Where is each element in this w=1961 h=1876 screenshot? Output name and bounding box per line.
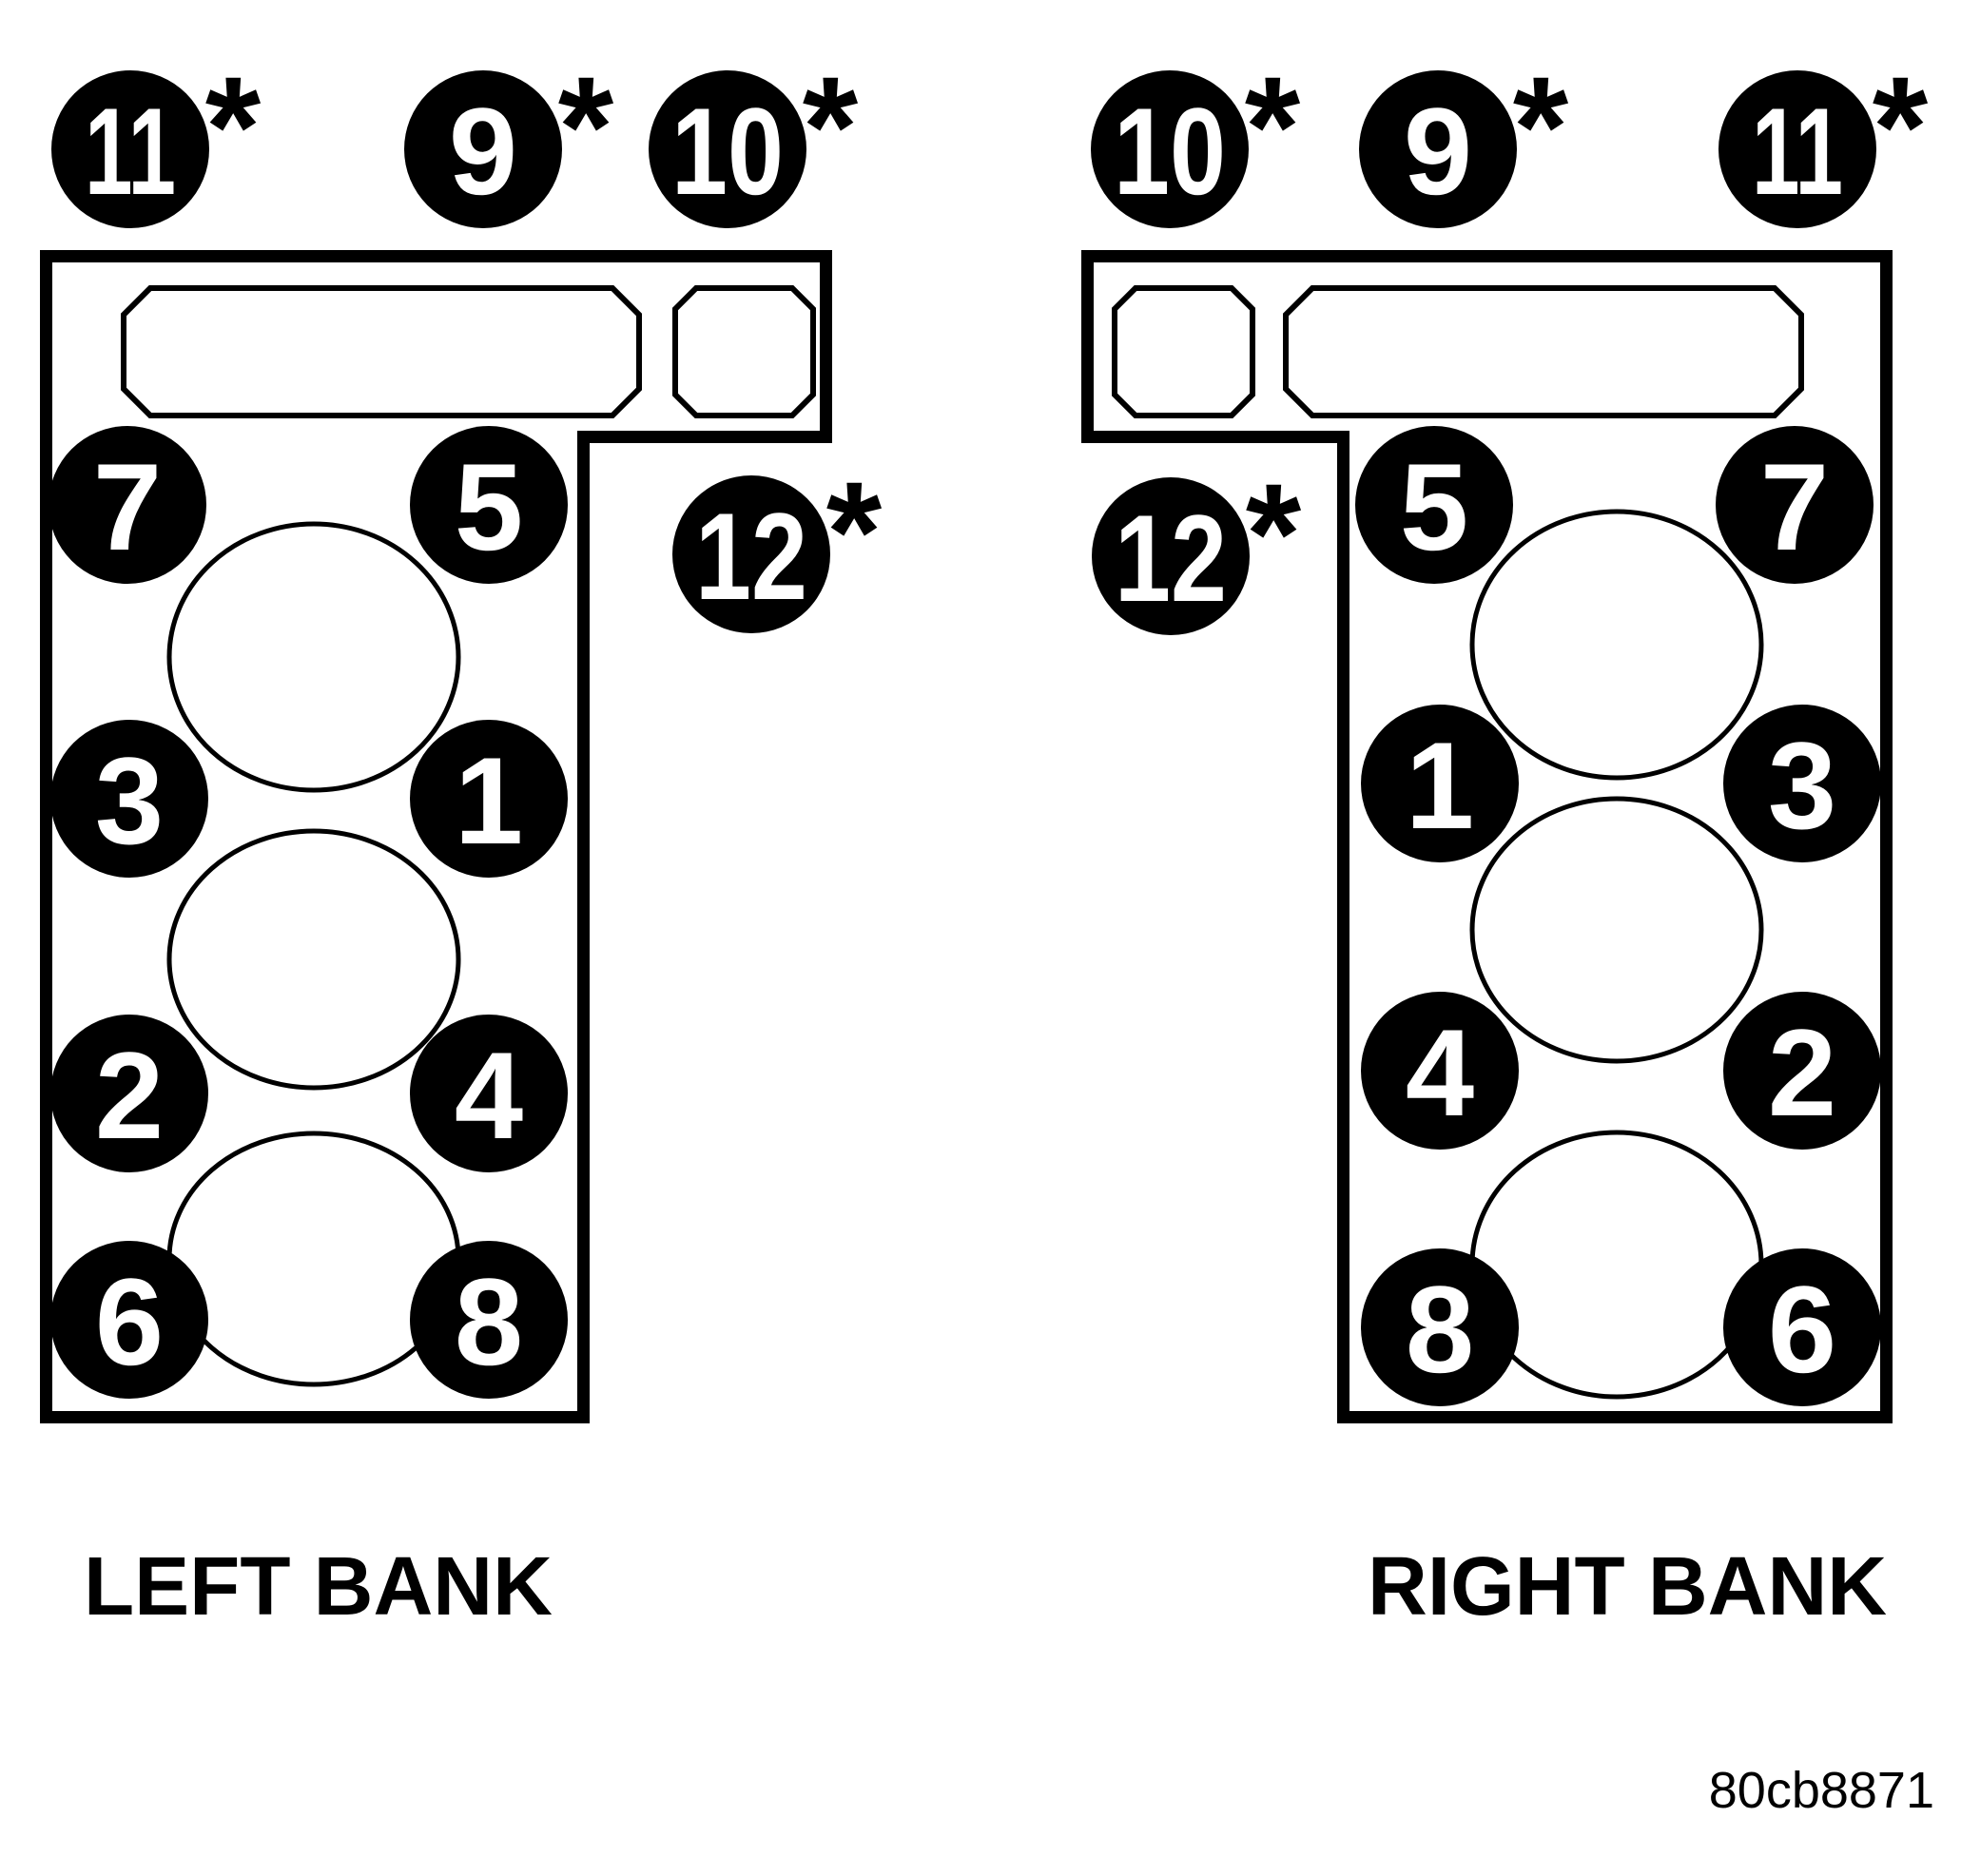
bolt-left-8: 8 bbox=[410, 1241, 568, 1399]
bolt-right-2: 2 bbox=[1723, 992, 1881, 1150]
bolt-circle bbox=[50, 1015, 208, 1172]
bolt-right-5: 5 bbox=[1355, 426, 1513, 584]
bolt-left-5: 5 bbox=[410, 426, 568, 584]
bolt-number: 1 bbox=[455, 731, 523, 870]
bolt-circle bbox=[1716, 426, 1874, 584]
bolt-circle bbox=[49, 426, 206, 584]
right-bank-label: RIGHT BANK bbox=[1368, 1540, 1887, 1633]
bolt-circle bbox=[404, 70, 562, 228]
bolt-left-7: 7 bbox=[49, 426, 206, 584]
bolt-circle bbox=[410, 1015, 568, 1172]
left-bank-outline bbox=[40, 250, 832, 1423]
cylinder-bore bbox=[1469, 1130, 1764, 1400]
bolt-left-12: 12 * bbox=[672, 452, 883, 633]
bolt-number: 2 bbox=[95, 1026, 164, 1165]
asterisk-icon: * bbox=[205, 47, 262, 206]
bolt-left-3: 3 bbox=[50, 720, 208, 878]
cylinder-bore bbox=[166, 828, 461, 1091]
right-bank-outline bbox=[1081, 250, 1893, 1423]
cylinder-bore bbox=[1469, 796, 1764, 1064]
bolt-number: 3 bbox=[1768, 716, 1836, 855]
right-bank: 10 * 9 * 11 * 12 * 5 7 1 bbox=[1081, 47, 1929, 1633]
left-bank-label: LEFT BANK bbox=[84, 1540, 553, 1633]
bolt-circle bbox=[50, 1241, 208, 1399]
bolt-number: 3 bbox=[95, 731, 164, 870]
valve-cover-rail-large bbox=[121, 285, 642, 418]
bolt-circle bbox=[410, 1241, 568, 1399]
bolt-right-8: 8 bbox=[1361, 1248, 1519, 1406]
bolt-right-12: 12 * bbox=[1092, 454, 1302, 635]
bolt-circle bbox=[410, 720, 568, 878]
bolt-right-1: 1 bbox=[1361, 705, 1519, 862]
bolt-circle bbox=[1092, 477, 1250, 635]
bolt-number: 8 bbox=[1406, 1260, 1474, 1399]
bolt-circle bbox=[1091, 70, 1249, 228]
bolt-number: 5 bbox=[1400, 437, 1468, 576]
bolt-left-10: 10 * bbox=[649, 47, 859, 228]
left-bank: 11 * 9 * 10 * 7 5 12 * 3 bbox=[40, 47, 883, 1633]
bolt-number: 11 bbox=[85, 82, 176, 221]
bolt-left-2: 2 bbox=[50, 1015, 208, 1172]
bolt-number: 12 bbox=[695, 487, 807, 626]
bolt-left-1: 1 bbox=[410, 720, 568, 878]
bolt-number: 5 bbox=[455, 437, 523, 576]
bolt-circle bbox=[1359, 70, 1517, 228]
bolt-left-6: 6 bbox=[50, 1241, 208, 1399]
bolt-circle bbox=[1361, 705, 1519, 862]
bolt-circle bbox=[1723, 705, 1881, 862]
bolt-circle bbox=[672, 475, 830, 633]
bolt-right-9: 9 * bbox=[1359, 47, 1569, 228]
bolt-number: 10 bbox=[1114, 82, 1226, 221]
bolt-circle bbox=[1361, 992, 1519, 1150]
bolt-number: 11 bbox=[1752, 82, 1843, 221]
asterisk-icon: * bbox=[1513, 47, 1569, 206]
bolt-left-11: 11 * bbox=[51, 47, 262, 228]
bolt-number: 1 bbox=[1406, 716, 1474, 855]
asterisk-icon: * bbox=[1246, 454, 1302, 613]
valve-cover-rail-large bbox=[1283, 285, 1804, 418]
figure-code: 80cb8871 bbox=[1709, 1762, 1934, 1819]
asterisk-icon: * bbox=[558, 47, 614, 206]
valve-cover-rail-small bbox=[672, 285, 816, 418]
bolt-number: 7 bbox=[1760, 437, 1829, 576]
bolt-circle bbox=[1355, 426, 1513, 584]
bolt-circle bbox=[1723, 1248, 1881, 1406]
bolt-right-11: 11 * bbox=[1718, 47, 1929, 228]
bolt-number: 6 bbox=[95, 1252, 164, 1391]
bolt-right-10: 10 * bbox=[1091, 47, 1301, 228]
bolt-left-9: 9 * bbox=[404, 47, 614, 228]
bolt-number: 12 bbox=[1115, 489, 1227, 628]
asterisk-icon: * bbox=[826, 452, 883, 611]
bolt-right-7: 7 bbox=[1716, 426, 1874, 584]
bolt-left-4: 4 bbox=[410, 1015, 568, 1172]
bolt-circle bbox=[50, 720, 208, 878]
bolt-circle bbox=[1718, 70, 1876, 228]
bolt-right-6: 6 bbox=[1723, 1248, 1881, 1406]
bolt-number: 9 bbox=[1404, 82, 1472, 221]
bolt-number: 10 bbox=[671, 82, 784, 221]
bolt-number: 4 bbox=[455, 1026, 523, 1165]
asterisk-icon: * bbox=[1873, 47, 1929, 206]
bolt-number: 6 bbox=[1768, 1260, 1836, 1399]
bolt-right-4: 4 bbox=[1361, 992, 1519, 1150]
asterisk-icon: * bbox=[1245, 47, 1301, 206]
valve-cover-rail-small bbox=[1112, 285, 1255, 418]
cylinder-bore bbox=[166, 521, 461, 793]
bolt-number: 8 bbox=[455, 1252, 523, 1391]
bolt-number: 7 bbox=[93, 437, 162, 576]
asterisk-icon: * bbox=[803, 47, 859, 206]
bolt-number: 2 bbox=[1768, 1003, 1836, 1142]
bolt-number: 9 bbox=[449, 82, 517, 221]
bolt-circle bbox=[1361, 1248, 1519, 1406]
bolt-right-3: 3 bbox=[1723, 705, 1881, 862]
bolt-circle bbox=[410, 426, 568, 584]
bolt-circle bbox=[51, 70, 209, 228]
bolt-circle bbox=[649, 70, 806, 228]
bolt-circle bbox=[1723, 992, 1881, 1150]
bolt-number: 4 bbox=[1406, 1003, 1474, 1142]
cylinder-bore bbox=[1469, 509, 1764, 781]
